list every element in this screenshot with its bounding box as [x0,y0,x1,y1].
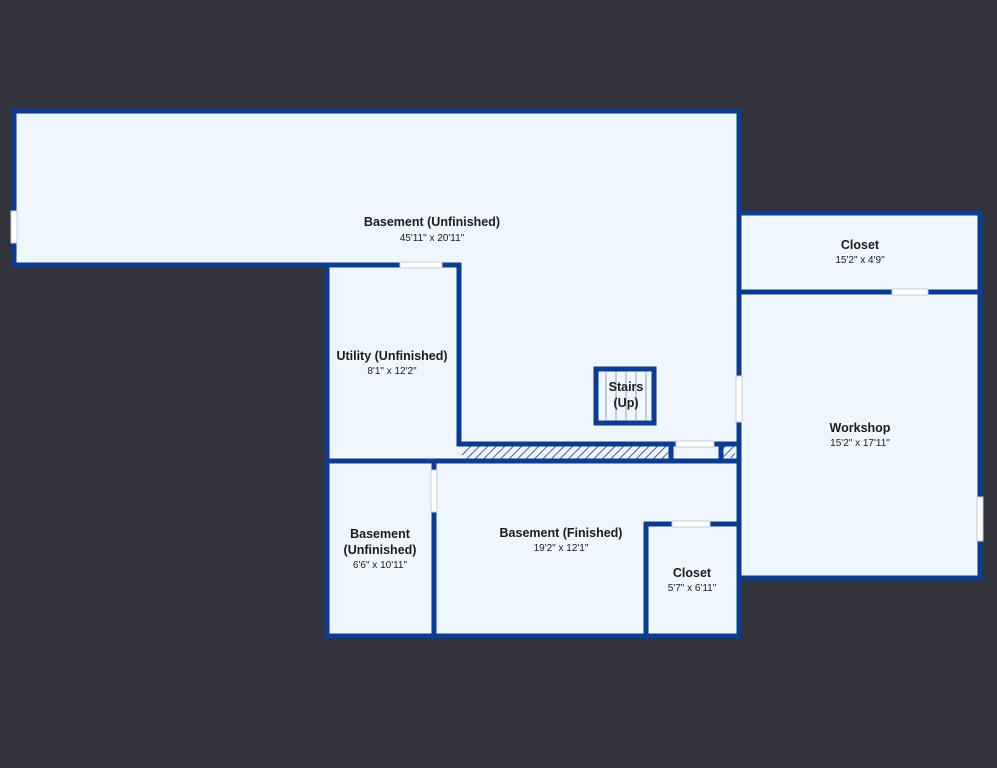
window-workshop-right [976,496,984,542]
door-workshop-left [735,375,743,423]
floor-basement-finished [434,444,739,636]
room-name-closet-top: Closet [841,238,880,252]
wall-outer-main [11,108,983,639]
room-name-basement-small-line1: Basement [350,527,411,541]
wall-stairs [593,366,657,426]
hatched-column [723,446,735,458]
floor-utility [327,265,460,461]
floor-basement-unfinished-main [14,111,739,265]
room-dims-utility: 8'1" x 12'2" [367,366,417,377]
hatched-beam [462,446,671,460]
room-name-workshop: Workshop [830,421,891,435]
room-name-basement-small-line2: (Unfinished) [344,543,417,557]
floor-basement-unfinished-main-lower [459,262,739,444]
floor-fills [14,111,980,636]
room-dims-basement-finished: 19'2" x 12'1" [534,543,589,554]
room-name-stairs-line2: (Up) [614,396,639,410]
door-closet-top [891,288,929,296]
room-name-basement-finished: Basement (Finished) [500,526,623,540]
wall-column-box [718,441,742,464]
room-dims-basement-small: 6'6" x 10'11" [353,560,408,571]
room-name-basement-unfinished-main: Basement (Unfinished) [364,215,500,229]
floor-basement-unfinished-small [327,462,434,636]
door-utility-top [399,261,443,269]
room-dims-closet-top: 15'2" x 4'9" [835,255,885,266]
window-left [10,210,18,244]
room-name-closet-small: Closet [673,566,712,580]
door-finished-top [675,440,715,448]
openings [10,210,984,542]
floor-workshop [738,292,980,578]
floor-closet-top [738,213,980,292]
room-dims-workshop: 15'2" x 17'11" [830,438,890,449]
room-dims-basement-unfinished-main: 45'11" x 20'11" [400,233,465,244]
door-closet-small [671,520,711,528]
room-name-utility: Utility (Unfinished) [336,349,447,363]
stair-treads [605,372,647,420]
door-basement-small [430,469,438,513]
room-labels: Basement (Unfinished) 45'11" x 20'11" Ut… [336,215,890,594]
room-dims-closet-small: 5'7" x 6'11" [668,583,717,594]
room-name-stairs-line1: Stairs [609,380,644,394]
